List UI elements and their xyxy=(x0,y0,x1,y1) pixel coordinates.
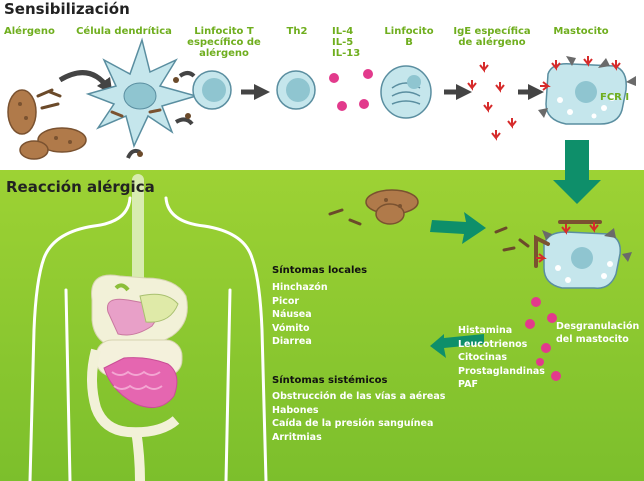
dendritic-arrow-2 xyxy=(174,117,194,126)
arrow-allergen-to-dendritic xyxy=(58,70,113,95)
systemic-symptoms-title: Síntomas sistémicos xyxy=(272,375,388,386)
label-il5: IL-5 xyxy=(332,37,354,48)
interleukin-icons xyxy=(329,69,373,111)
label-t-lymphocyte: Linfocito T específico de alérgeno xyxy=(187,26,261,59)
label-il13: IL-13 xyxy=(332,48,361,59)
t-lymphocyte-icon xyxy=(192,70,232,110)
b-lymphocyte-icon xyxy=(380,65,432,119)
allergen-pollen-icon xyxy=(7,88,87,160)
label-allergen: Alérgeno xyxy=(4,26,55,37)
list-item: Obstrucción de las vías a aéreas xyxy=(272,391,446,402)
arrow-pollen-to-mast xyxy=(430,212,486,244)
systemic-symptoms-list: Obstrucción de las vías a aéreas Habones… xyxy=(272,390,445,444)
reaction-pollen-icon xyxy=(328,189,419,226)
th2-cell-icon xyxy=(276,70,316,110)
label-th2: Th2 xyxy=(286,26,308,37)
dendritic-cell-icon xyxy=(85,37,199,149)
label-dendritic-cell: Célula dendrítica xyxy=(76,26,172,37)
list-item: Citocinas xyxy=(458,352,508,363)
label-interleukins: IL-4 IL-5 IL-13 xyxy=(332,26,372,59)
list-item: PAF xyxy=(458,379,478,390)
body-outline-icon xyxy=(28,196,268,481)
mediators-list: Histamina Leucotrienos Citocinas Prostag… xyxy=(458,324,545,392)
list-item: Picor xyxy=(272,295,300,307)
degranulating-mast-cell-icon xyxy=(494,220,632,289)
reaction-title: Reacción alérgica xyxy=(6,178,155,196)
ige-antibody-icons xyxy=(467,62,517,141)
label-il4: IL-4 xyxy=(332,26,354,37)
local-symptoms-list: Hinchazón Picor Náusea Vómito Diarrea xyxy=(272,281,328,349)
mast-cell-icon xyxy=(538,56,636,125)
label-mast-cell: Mastocito xyxy=(553,26,609,37)
label-fceri: FCR I xyxy=(600,92,630,103)
label-ige: IgE específica de alérgeno xyxy=(453,26,531,48)
list-item: Vómito xyxy=(272,322,310,334)
list-item: Diarrea xyxy=(272,336,312,347)
list-item: Náusea xyxy=(272,309,312,320)
mediator-granule-icons xyxy=(525,297,561,381)
list-item: Habones xyxy=(272,404,319,416)
list-item: Caída de la presión sanguínea xyxy=(272,418,434,429)
arrow-down-teal xyxy=(553,140,601,204)
list-item: Histamina xyxy=(458,325,513,336)
list-item: Arritmias xyxy=(272,431,322,443)
list-item: Leucotrienos xyxy=(458,338,528,350)
list-item: Hinchazón xyxy=(272,282,328,293)
dendritic-arrow-1 xyxy=(178,71,196,78)
degranulation-label: Desgranulación del mastocito xyxy=(556,321,640,345)
digestive-system-icon xyxy=(87,174,188,481)
sensitization-title: Sensibilización xyxy=(4,0,130,18)
arrow-to-body xyxy=(430,334,484,358)
label-b-lymphocyte: Linfocito B xyxy=(384,26,434,48)
local-symptoms-title: Síntomas locales xyxy=(272,265,368,276)
list-item: Prostaglandinas xyxy=(458,365,545,377)
